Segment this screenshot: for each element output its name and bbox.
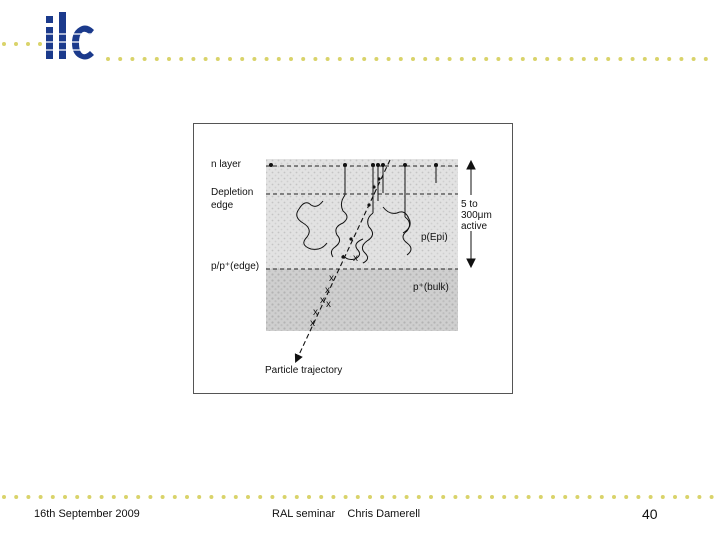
thickness-label-1: 5 to <box>461 199 478 210</box>
depletion-edge-label: Depletion <box>211 187 253 198</box>
svg-text:x: x <box>310 318 315 329</box>
svg-text:x: x <box>325 285 330 296</box>
pp-edge-label: p/p⁺(edge) <box>211 261 259 272</box>
detector-diagram: x x x x x x x n layer Depletion edge p/p… <box>193 123 513 394</box>
epi-region <box>266 194 458 269</box>
footer-seminar-author: RAL seminar Chris Damerell <box>272 508 421 520</box>
header-dotted-line-left <box>2 42 42 46</box>
thickness-label-3: active <box>461 221 488 232</box>
bulk-region <box>266 269 458 331</box>
header-dotted-line <box>106 57 708 61</box>
p-epi-label: p(Epi) <box>421 232 448 243</box>
page-number: 40 <box>642 506 658 522</box>
ilc-logo <box>44 12 100 60</box>
footer-dotted-line <box>2 495 714 499</box>
particle-trajectory-label: Particle trajectory <box>265 365 342 376</box>
p-bulk-label: p⁺(bulk) <box>413 282 449 293</box>
svg-text:x: x <box>326 299 331 310</box>
footer-date: 16th September 2009 <box>34 508 140 520</box>
depletion-edge-label-2: edge <box>211 200 234 211</box>
svg-text:x: x <box>320 295 325 306</box>
svg-text:x: x <box>313 307 318 318</box>
svg-text:x: x <box>329 273 334 284</box>
particle-trajectory-line <box>294 159 391 363</box>
svg-text:x: x <box>353 253 358 264</box>
n-layer-region <box>266 159 458 194</box>
hit-marks: x x x x x x x <box>310 253 358 329</box>
n-layer-label: n layer <box>211 159 242 170</box>
thickness-label-2: 300μm <box>461 210 492 221</box>
